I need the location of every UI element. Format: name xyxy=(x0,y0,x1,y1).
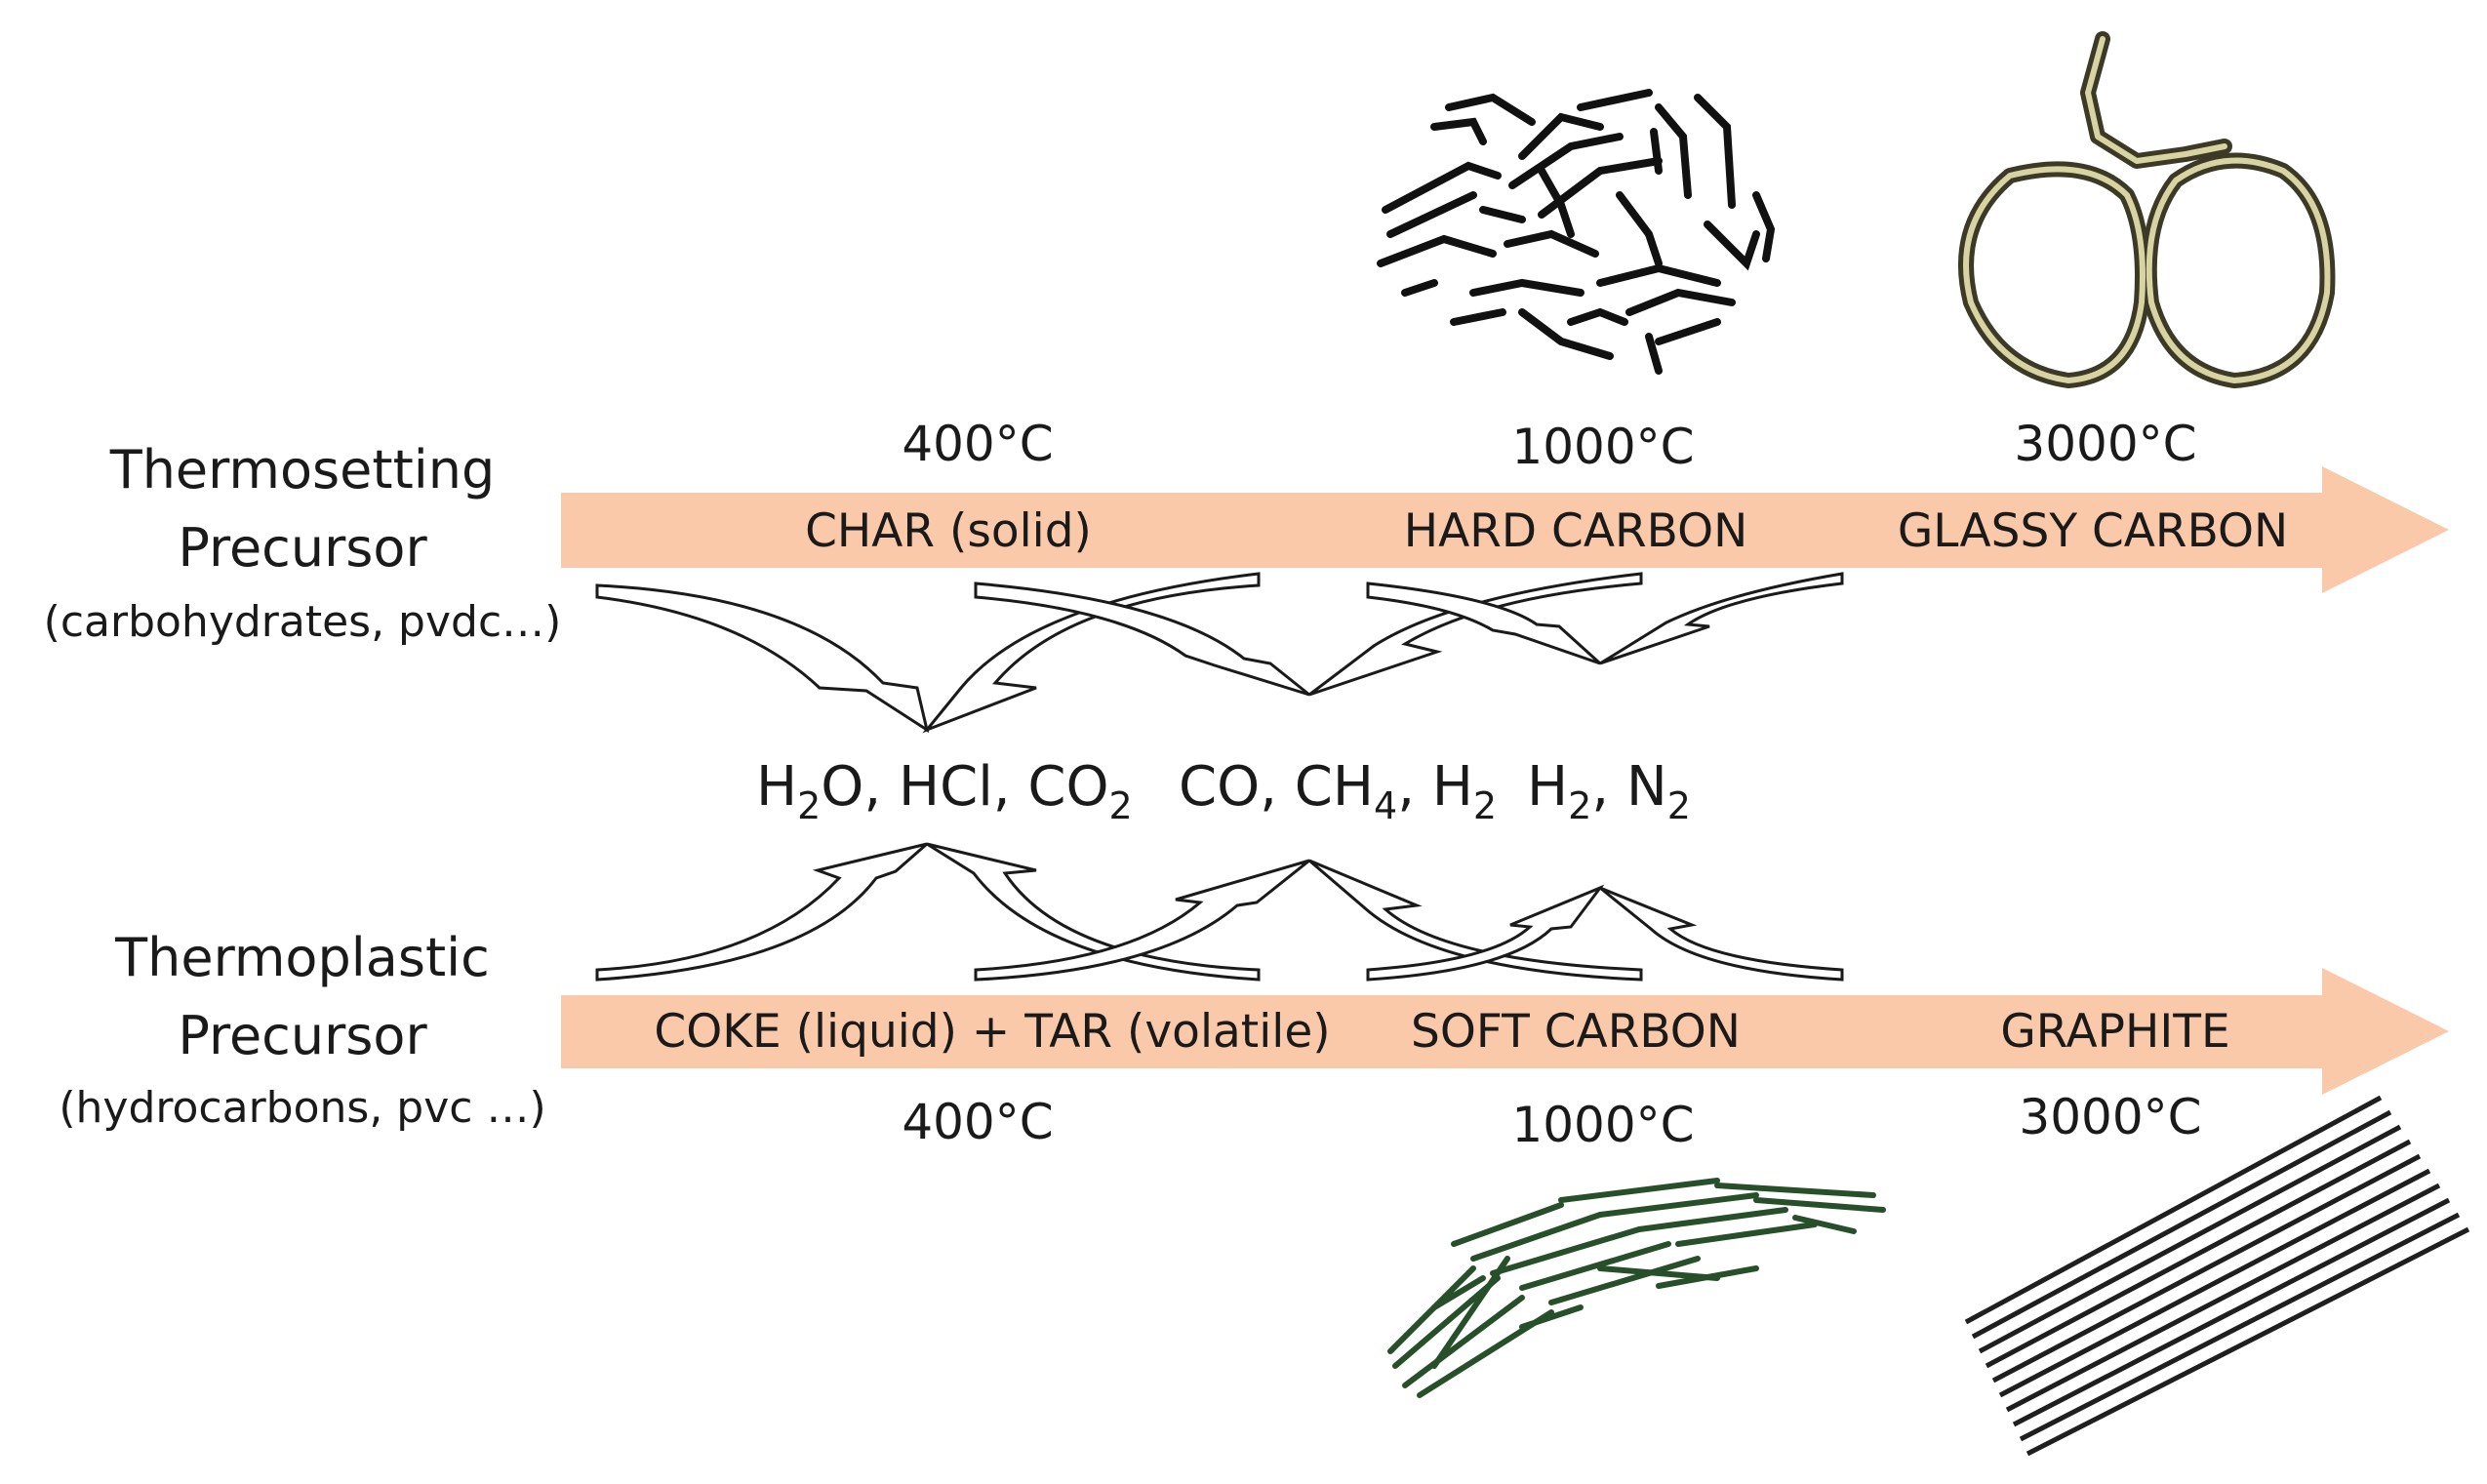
gas-group-1000: CO, CH4, H2 xyxy=(1179,755,1497,827)
top-temp-400: 400°C xyxy=(902,416,1053,472)
flow-arrow-top-2 xyxy=(922,572,1261,734)
soft-carbon-structure-icon xyxy=(1387,1178,1886,1398)
top-temp-3000: 3000°C xyxy=(2014,416,2196,472)
bottom-flow-arrows xyxy=(595,842,1844,982)
thermosetting-band-arrow xyxy=(561,466,2449,593)
thermoplastic-examples: (hydrocarbons, pvc …) xyxy=(59,1083,545,1133)
graphite-structure-icon xyxy=(1964,1095,2470,1457)
thermosetting-title-line1: Thermosetting xyxy=(109,439,496,501)
top-temp-1000: 1000°C xyxy=(1511,419,1694,475)
flow-arrow-top-5 xyxy=(1366,582,1602,665)
thermoplastic-band-arrow xyxy=(561,968,2449,1095)
gas-group-3000: H2, N2 xyxy=(1527,755,1691,827)
top-flow-arrows xyxy=(595,572,1844,734)
flow-arrow-bottom-6 xyxy=(1599,886,1844,982)
thermosetting-title-line2: Precursor xyxy=(178,517,427,579)
flow-arrow-bottom-3 xyxy=(974,859,1310,982)
flow-arrow-top-1 xyxy=(595,583,930,734)
stage-char: CHAR (solid) xyxy=(805,504,1092,558)
flow-arrow-bottom-5 xyxy=(1366,884,1605,982)
stage-graphite: GRAPHITE xyxy=(2000,1005,2229,1059)
gas-group-400: H2O, HCl, CO2 xyxy=(756,755,1133,827)
bottom-temp-1000: 1000°C xyxy=(1511,1097,1694,1153)
stage-glassy-carbon: GLASSY CARBON xyxy=(1898,504,2288,558)
stage-soft-carbon: SOFT CARBON xyxy=(1411,1005,1741,1059)
thermosetting-examples: (carbohydrates, pvdc…) xyxy=(44,597,562,647)
glassy-carbon-structure-icon xyxy=(1958,31,2336,388)
hard-carbon-structure-icon xyxy=(1377,89,1776,375)
flow-arrow-bottom-1 xyxy=(595,842,928,982)
bottom-temp-3000: 3000°C xyxy=(2019,1089,2201,1145)
flow-arrow-top-3 xyxy=(974,582,1310,697)
bottom-temp-400: 400°C xyxy=(902,1094,1053,1150)
stage-coke-tar: COKE (liquid) + TAR (volatile) xyxy=(654,1005,1330,1059)
thermoplastic-title-line2: Precursor xyxy=(178,1005,427,1066)
stage-hard-carbon: HARD CARBON xyxy=(1404,504,1747,558)
flow-arrow-top-6 xyxy=(1599,572,1844,665)
thermoplastic-title-line1: Thermoplastic xyxy=(114,927,490,988)
flow-arrow-top-4 xyxy=(1308,572,1643,697)
